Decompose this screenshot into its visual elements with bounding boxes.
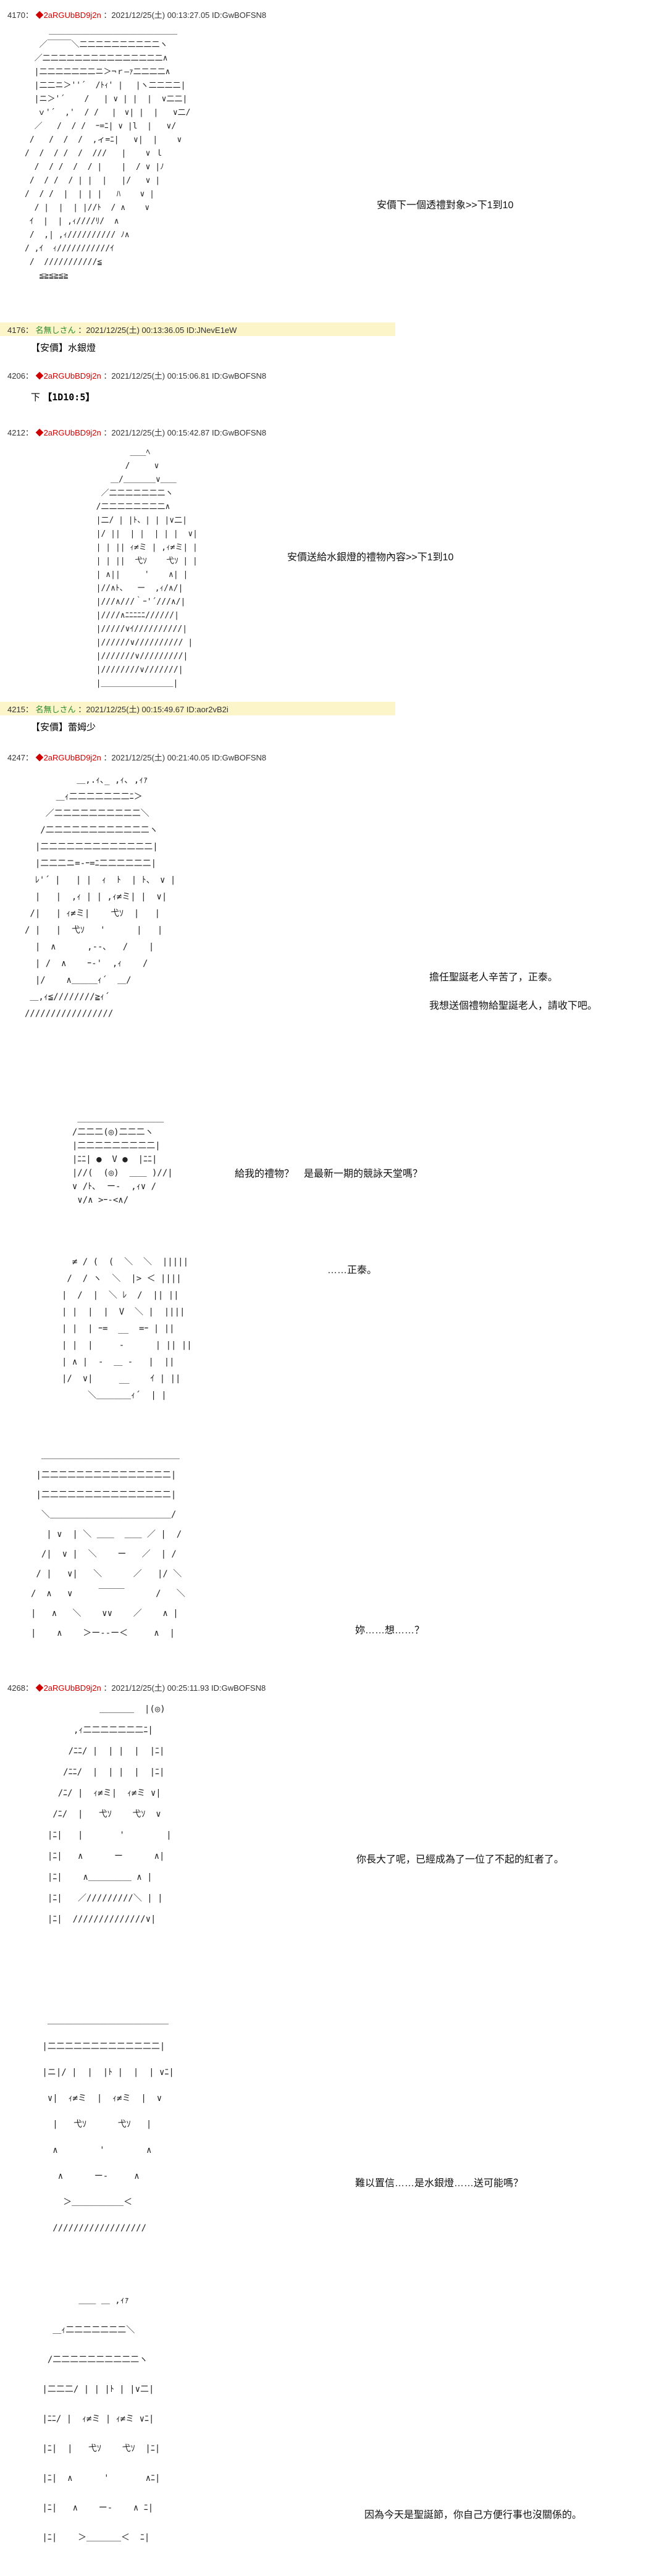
ascii-art-figure: ＿＿＿＿＿＿＿＿＿＿＿＿＿＿＿＿ |二二二二二二二二二二二二二二二| |二二二二… (31, 1450, 185, 1638)
dialogue-line: 擔任聖誕老人辛苦了，正泰。 (429, 972, 558, 983)
post-number[interactable]: 4176： (7, 326, 33, 335)
poster-name: 2aRGUbBD9j2n (43, 11, 101, 20)
post-date: ：2021/12/25(土) 00:13:36.05 ID:JNevE1eW (78, 326, 237, 335)
post-header: 4268： ◆2aRGUbBD9j2n ：2021/12/25(土) 00:25… (7, 1682, 266, 1693)
ascii-art-figure: ＿＿ ＿ ,ｨｧ ＿ｨ二二二二二二二＼ /二二二二二二二二二二ヽ |二二二/ |… (42, 2296, 161, 2543)
post-date: ：2021/12/25(土) 00:25:11.93 ID:GwBOFSN8 (103, 1683, 266, 1693)
dialogue-line: 因為今天是聖誕節，你自己方便行事也沒關係的。 (364, 2510, 582, 2520)
dialogue-line: 難以置信……是水銀燈……送可能嗎？ (355, 2178, 524, 2189)
ascii-art-figure: ＿＿ﾍ / ∨ ＿/＿＿＿＿∨＿＿ ／二二二二二二二ヽ /二二二二二二二二∧ |… (96, 448, 198, 688)
poster-name: 2aRGUbBD9j2n (43, 1683, 101, 1693)
poster-name: 2aRGUbBD9j2n (43, 753, 101, 762)
post-date: ：2021/12/25(土) 00:15:42.87 ID:GwBOFSN8 (103, 428, 267, 437)
dialogue-line: 你長大了呢，已經成為了一位了不起的紅者了。 (356, 1854, 564, 1865)
post-body: 下 【1D10:5】 (31, 390, 94, 403)
post-header: 4176： 名無しさん ：2021/12/25(土) 00:13:36.05 I… (7, 324, 237, 335)
ascii-art-figure: ＿＿＿＿＿＿＿＿＿＿ /二二二(◎)二二二ヽ |二二二二二二二二二| |ﾆﾆ| … (72, 1114, 173, 1205)
poster-name: 2aRGUbBD9j2n (43, 428, 101, 437)
reply-highlight-band (0, 702, 395, 715)
trip-mark: ◆ (35, 11, 44, 20)
post-number[interactable]: 4212： (7, 428, 33, 437)
post-body: 【安價】水銀燈 (31, 343, 96, 353)
post-number[interactable]: 4247： (7, 753, 33, 762)
poster-name: 2aRGUbBD9j2n (43, 371, 101, 381)
post-number[interactable]: 4268： (7, 1683, 33, 1693)
reply-highlight-band (0, 322, 395, 336)
post-body-prefix: 下 (31, 392, 41, 403)
dialogue-line: 妳……想……？ (355, 1625, 425, 1636)
ascii-art-figure: ＿,.ｨ､_ ,ｨ､ ,ｨｧ ＿ｨ二二二二二二二ﾆ＞ ／二二二二二二二二二二＼ … (25, 775, 176, 1019)
dialogue-line: ……正泰。 (327, 1265, 377, 1276)
trip-mark: ◆ (35, 371, 44, 381)
ascii-art-figure: ＿＿＿＿ |(◎) ,ｨ二二二二二二二ﾆ| /ﾆﾆ/ | | | | |ﾆ| /… (47, 1704, 172, 1924)
post-header: 4170： ◆2aRGUbBD9j2n ：2021/12/25(土) 00:13… (7, 9, 266, 20)
post-number[interactable]: 4170： (7, 11, 33, 20)
trip-mark: ◆ (35, 1683, 44, 1693)
dialogue-line: 給我的禮物？ 是最新一期的競詠天堂嗎？ (235, 1169, 423, 1179)
poster-name: 名無しさん (35, 705, 76, 714)
post-header: 4215： 名無しさん ：2021/12/25(土) 00:15:49.67 I… (7, 703, 229, 715)
post-date: ：2021/12/25(土) 00:21:40.05 ID:GwBOFSN8 (103, 753, 267, 762)
ascii-art-figure: ＿＿＿＿＿＿＿＿＿＿＿＿＿＿＿＿ ／￣￣￣＼二二二二二二二二二二ヽ ／二二二二二… (25, 27, 191, 280)
post-date: ：2021/12/25(土) 00:15:06.81 ID:GwBOFSN8 (103, 371, 267, 381)
poster-name: 名無しさん (35, 326, 76, 335)
post-body: 【安價】蕾姆少 (31, 722, 96, 733)
post-header: 4212： ◆2aRGUbBD9j2n ：2021/12/25(土) 00:15… (7, 426, 266, 438)
trip-mark: ◆ (35, 753, 44, 762)
post-date: ：2021/12/25(土) 00:15:49.67 ID:aor2vB2i (78, 705, 229, 714)
dialogue-line: 安價下一個透禮對象>>下1到10 (377, 200, 514, 211)
dialogue-line: 安價送給水銀燈的禮物內容>>下1到10 (287, 552, 454, 563)
post-header: 4206： ◆2aRGUbBD9j2n ：2021/12/25(土) 00:15… (7, 369, 266, 381)
post-number[interactable]: 4215： (7, 705, 33, 714)
ascii-art-figure: ＿＿＿＿＿＿＿＿＿＿＿＿＿＿ |二二二二二二二二二二二二二| |ニ|/ | | … (42, 2016, 174, 2233)
post-header: 4247： ◆2aRGUbBD9j2n ：2021/12/25(土) 00:21… (7, 751, 266, 763)
dialogue-line: 我想送個禮物給聖誕老人，請收下吧。 (429, 1001, 598, 1011)
dice-result: 【1D10:5】 (43, 392, 95, 403)
post-number[interactable]: 4206： (7, 371, 33, 381)
trip-mark: ◆ (35, 428, 44, 437)
ascii-art-figure: ≠ / ( ( ＼ ＼ ||||| / / ヽ ＼ |> ＜ |||| | / … (62, 1257, 192, 1400)
post-date: ：2021/12/25(土) 00:13:27.05 ID:GwBOFSN8 (103, 11, 267, 20)
